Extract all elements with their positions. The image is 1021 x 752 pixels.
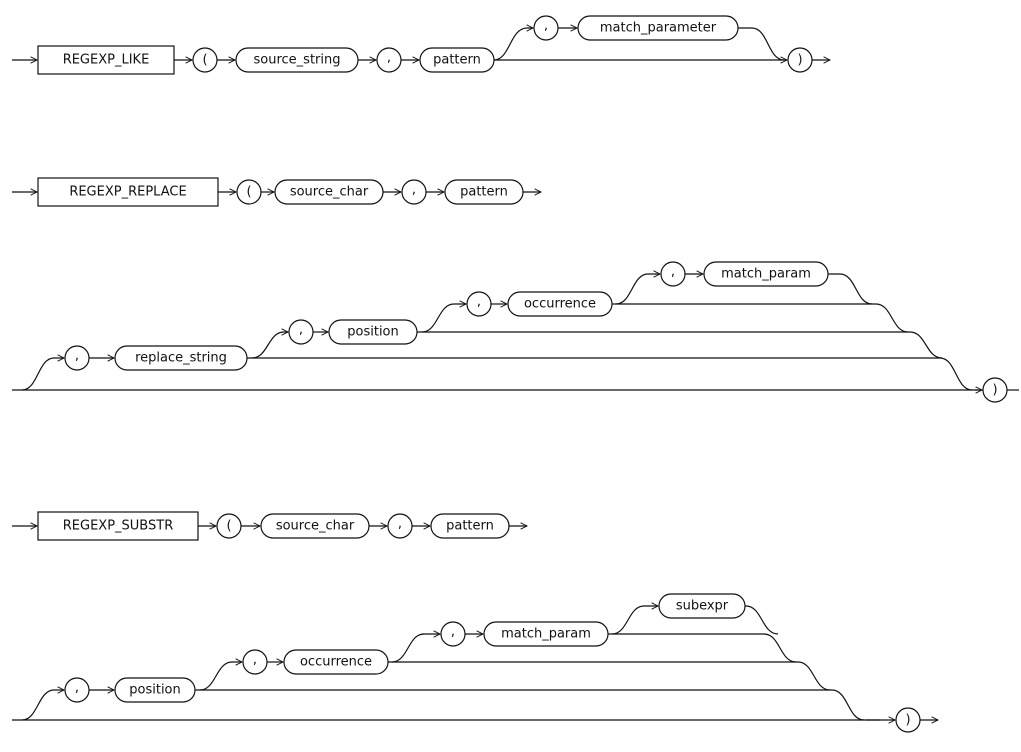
match-parameter-label: match_parameter — [600, 21, 717, 36]
keyword-label: REGEXP_REPLACE — [69, 185, 186, 200]
track — [608, 633, 797, 663]
track — [612, 303, 909, 333]
open-paren-label: ( — [202, 53, 207, 68]
source-label: source_string — [254, 53, 341, 68]
track — [199, 662, 242, 691]
match-param-label: match_param — [721, 267, 811, 282]
track — [195, 689, 865, 721]
comma-label: , — [75, 681, 79, 696]
regexp-replace-diagram: REGEXP_REPLACE ( source_char , pattern ,… — [12, 177, 1019, 403]
comma-label: , — [299, 323, 303, 338]
track — [21, 690, 64, 721]
track — [615, 274, 660, 305]
comma-label: , — [75, 349, 79, 364]
source-label: source_char — [290, 185, 369, 200]
comma-label: , — [451, 625, 455, 640]
comma-label: , — [253, 653, 257, 668]
open-paren-label: ( — [226, 519, 231, 534]
position-label: position — [129, 683, 181, 698]
track — [493, 28, 533, 61]
close-paren-label: ) — [797, 53, 802, 68]
pattern-label: pattern — [446, 519, 494, 534]
subexpr-label: subexpr — [676, 599, 729, 614]
track — [21, 358, 64, 391]
track — [417, 331, 943, 359]
track — [745, 605, 779, 635]
comma-label: , — [387, 51, 391, 66]
source-label: source_char — [276, 519, 355, 534]
track — [247, 357, 973, 391]
close-paren-label: ) — [992, 383, 997, 398]
track — [251, 332, 288, 359]
position-label: position — [347, 325, 399, 340]
track — [388, 661, 831, 691]
comma-label: , — [544, 19, 548, 34]
track — [421, 304, 466, 333]
comma-label: , — [398, 517, 402, 532]
keyword-label: REGEXP_SUBSTR — [63, 519, 173, 534]
match-param-label: match_param — [501, 627, 591, 642]
regexp-substr-diagram: REGEXP_SUBSTR ( source_char , pattern , … — [12, 511, 938, 733]
track — [738, 27, 785, 61]
occurrence-label: occurrence — [300, 655, 372, 670]
track — [828, 273, 873, 305]
occurrence-label: occurrence — [524, 297, 596, 312]
keyword-label: REGEXP_LIKE — [63, 53, 150, 68]
open-paren-label: ( — [246, 185, 251, 200]
replace-string-label: replace_string — [135, 351, 227, 366]
comma-label: , — [477, 295, 481, 310]
regexp-like-diagram: REGEXP_LIKE ( source_string , pattern , … — [12, 15, 830, 75]
pattern-label: pattern — [460, 185, 508, 200]
comma-label: , — [671, 265, 675, 280]
track — [611, 606, 658, 635]
keyword-box — [37, 511, 199, 541]
pattern-label: pattern — [433, 53, 481, 68]
close-paren-label: ) — [905, 713, 910, 728]
track — [391, 634, 440, 663]
comma-label: , — [412, 183, 416, 198]
